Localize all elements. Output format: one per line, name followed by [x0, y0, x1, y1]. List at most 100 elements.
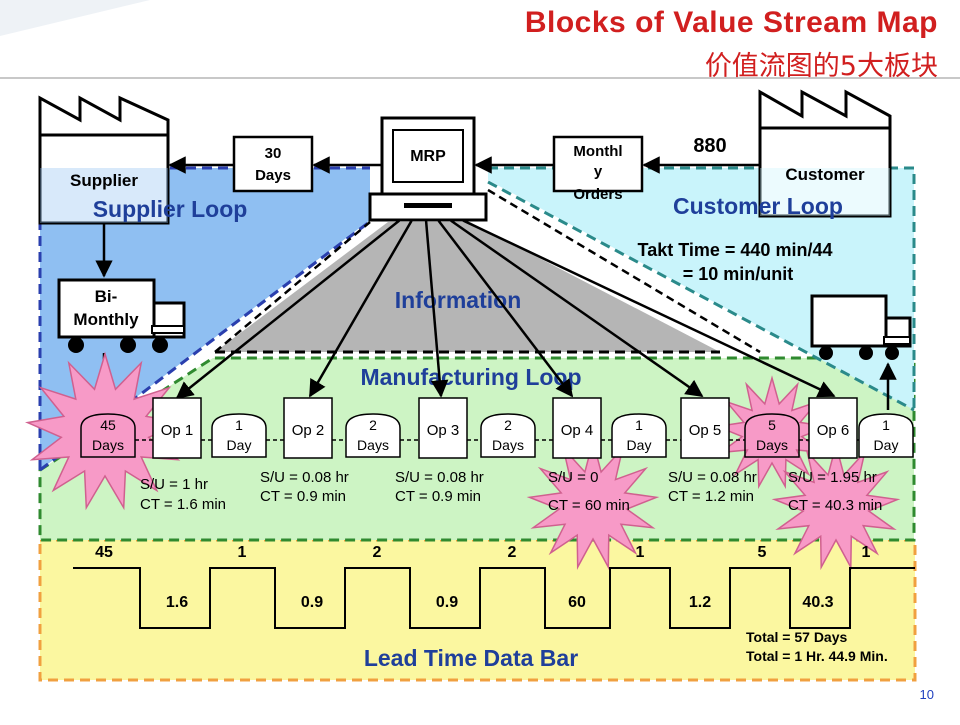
customer-truck — [810, 294, 912, 360]
operation-shapes — [152, 397, 858, 459]
inventory-2-line2: Day — [227, 437, 252, 453]
inventory-tent-2 — [211, 413, 267, 458]
manufacturing-loop-border — [38, 356, 916, 542]
customer-orders-line3: Orders — [573, 186, 622, 203]
lead-min-5: 1.2 — [689, 594, 711, 611]
op-6-setup: S/U = 1.95 hr — [788, 469, 877, 486]
op-1-label: Op 1 — [161, 422, 194, 439]
inventory-2-line1: 1 — [235, 417, 243, 433]
customer-factory — [758, 89, 892, 218]
mrp-to-op6-arrow — [461, 218, 836, 398]
inventory-tent-7 — [858, 413, 914, 458]
operation-box-1 — [152, 397, 202, 459]
op-1-setup: S/U = 1 hr — [140, 476, 208, 493]
mrp-to-op2-arrow — [308, 219, 414, 398]
lead-days-3: 2 — [373, 544, 382, 561]
inventory-3-line2: Days — [357, 437, 389, 453]
op-4-cycle-time: CT = 60 min — [548, 497, 630, 514]
inventory-7-line1: 1 — [882, 417, 890, 433]
information-label: Information — [395, 287, 522, 313]
header-band — [0, 0, 150, 36]
inventory-tent-1 — [80, 413, 136, 458]
supplier-schedule-line2: Days — [255, 167, 291, 184]
op-3-cycle-time: CT = 0.9 min — [395, 488, 481, 505]
manufacturing-loop-label: Manufacturing Loop — [360, 364, 581, 390]
op-3-setup: S/U = 0.08 hr — [395, 469, 484, 486]
supplier-factory — [38, 95, 170, 225]
op-1-cycle-time: CT = 1.6 min — [140, 496, 226, 513]
inventory-tent-3 — [345, 413, 401, 458]
op-5-cycle-time: CT = 1.2 min — [668, 488, 754, 505]
inventory-4-line2: Days — [492, 437, 524, 453]
mrp-schedule-arrows — [175, 218, 836, 400]
truck-frequency-line1: Bi- — [95, 287, 118, 306]
customer-quantity: 880 — [693, 135, 726, 157]
inventory-6-line1: 5 — [768, 417, 776, 433]
operation-box-3 — [418, 397, 468, 459]
op-2-label: Op 2 — [292, 422, 325, 439]
lead-min-1: 1.6 — [166, 594, 188, 611]
lead-time-bar-label: Lead Time Data Bar — [364, 645, 578, 671]
op-5-setup: S/U = 0.08 hr — [668, 469, 757, 486]
customer-loop-region — [488, 168, 914, 410]
process-row-labels: 45 Days 1 Day 2 Days 2 Days 1 Day 5 Days… — [92, 417, 898, 514]
mrp-to-op3-arrow — [424, 219, 449, 398]
operation-box-6 — [808, 397, 858, 459]
mrp-computer — [368, 116, 488, 222]
supplier-truck — [57, 278, 186, 353]
lead-days-2: 1 — [238, 544, 247, 561]
supplier-label: Supplier — [70, 171, 138, 190]
inventory-3-line1: 2 — [369, 417, 377, 433]
lead-min-2: 0.9 — [301, 594, 323, 611]
truck-frequency-line2: Monthly — [73, 310, 139, 329]
inventory-tent-4 — [480, 413, 536, 458]
information-left-border — [214, 221, 371, 353]
operation-box-5 — [680, 397, 730, 459]
inventory-4-line1: 2 — [504, 417, 512, 433]
customer-orders-line1: Monthl — [573, 143, 622, 160]
lead-days-4: 2 — [508, 544, 517, 561]
takt-time-line1: Takt Time = 440 min/44 — [638, 240, 833, 260]
inventory-5-line2: Day — [627, 437, 652, 453]
mrp-to-op1-arrow — [175, 219, 401, 400]
slide-subtitle: 价值流图的5大板块 — [704, 51, 938, 82]
lead-days-1: 45 — [95, 544, 113, 561]
lead-time-values: 45 1 2 2 1 5 1 1.6 0.9 0.9 60 1.2 40.3 T… — [95, 544, 888, 664]
inventory-1-line2: Days — [92, 437, 124, 453]
page-number: 10 — [919, 687, 934, 702]
op-2-cycle-time: CT = 0.9 min — [260, 488, 346, 505]
op-6-cycle-time: CT = 40.3 min — [788, 497, 882, 514]
op-6-label: Op 6 — [817, 422, 850, 439]
op-4-setup: S/U = 0 — [548, 469, 598, 486]
lead-time-ladder — [73, 567, 915, 629]
op-5-label: Op 5 — [689, 422, 722, 439]
customer-loop-label: Customer Loop — [673, 193, 843, 219]
mrp-to-op4-arrow — [437, 219, 574, 398]
inventory-7-line2: Day — [874, 437, 899, 453]
lead-days-5: 1 — [636, 544, 645, 561]
operation-box-2 — [283, 397, 333, 459]
supplier-schedule-line1: 30 — [265, 145, 282, 162]
mrp-label: MRP — [410, 148, 446, 165]
customer-orders-box — [552, 135, 644, 193]
kaizen-burst-op6 — [771, 442, 901, 571]
op-2-setup: S/U = 0.08 hr — [260, 469, 349, 486]
operation-box-4 — [552, 397, 602, 459]
op-4-label: Op 4 — [561, 422, 594, 439]
lead-time-bar-region — [38, 538, 917, 682]
kaizen-bursts — [24, 351, 901, 571]
customer-loop-border — [488, 166, 916, 410]
lead-days-6: 5 — [758, 544, 767, 561]
inventory-shapes — [80, 413, 914, 458]
mrp-to-op5-arrow — [449, 218, 704, 398]
inventory-6-line2: Days — [756, 437, 788, 453]
kaizen-burst-op4 — [526, 438, 660, 570]
total-days: Total = 57 Days — [746, 629, 848, 645]
supplier-loop-label: Supplier Loop — [93, 196, 248, 222]
inventory-tent-6 — [744, 413, 800, 458]
lead-days-7: 1 — [862, 544, 871, 561]
total-processing-time: Total = 1 Hr. 44.9 Min. — [746, 648, 888, 664]
slide-title: Blocks of Value Stream Map — [524, 6, 938, 39]
